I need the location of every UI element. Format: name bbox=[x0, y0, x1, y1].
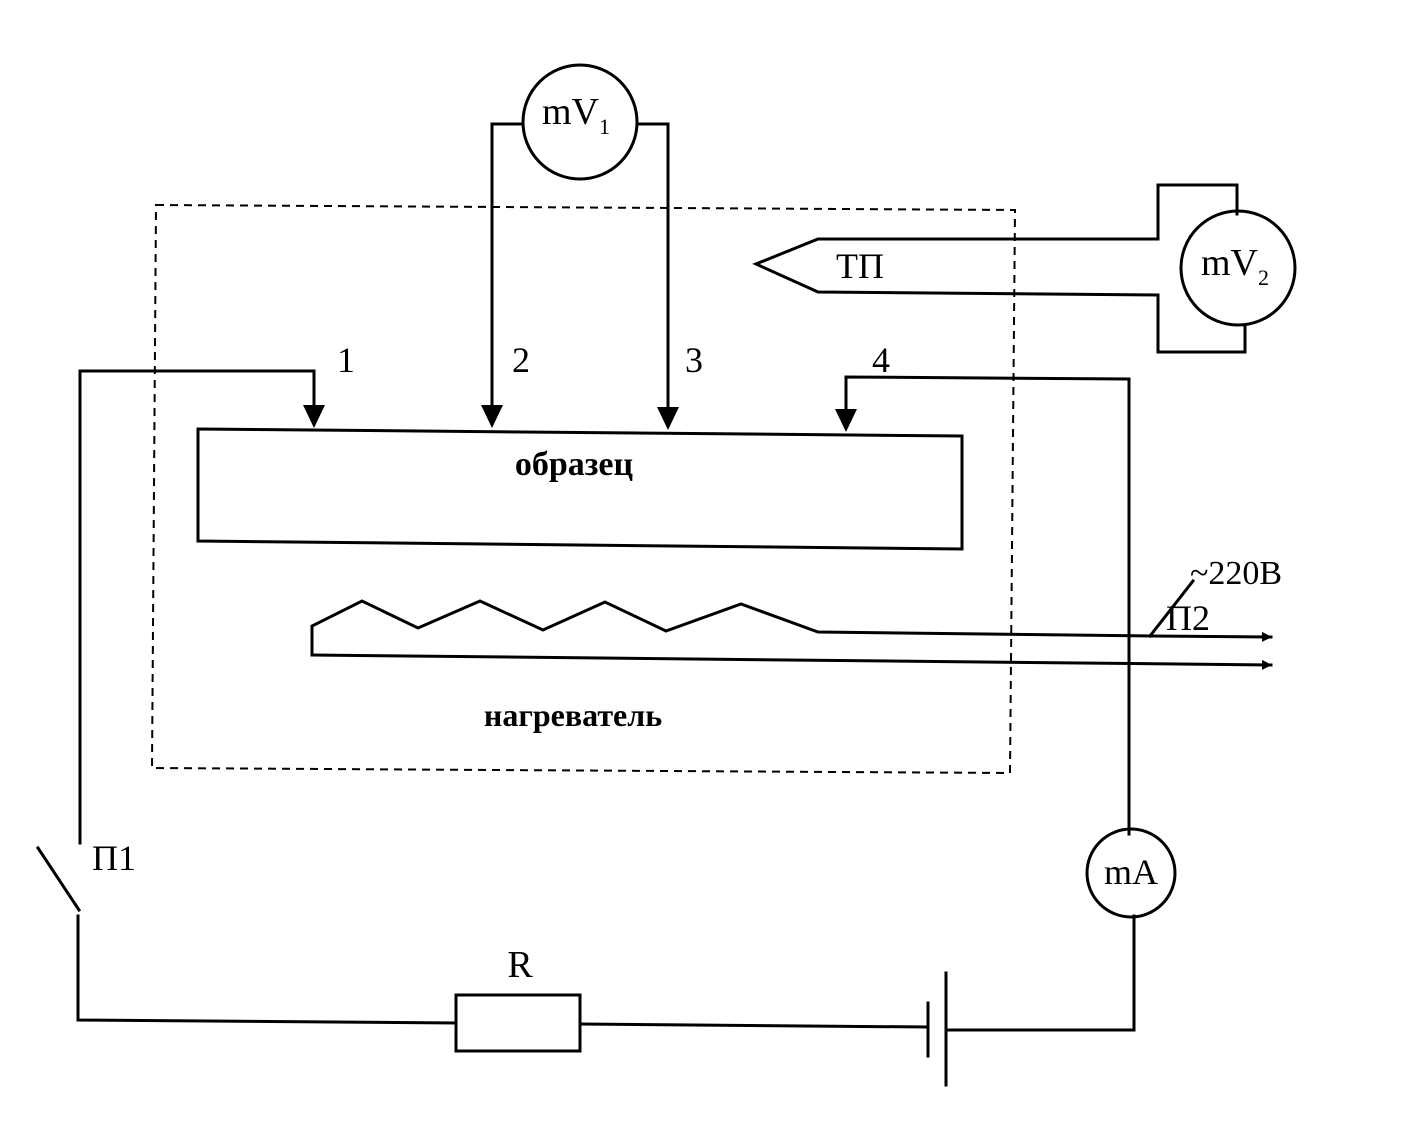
switch2-blade bbox=[1147, 578, 1196, 639]
mv1-meter bbox=[521, 63, 639, 181]
thermocouple-label: ТП bbox=[836, 246, 884, 286]
mains-label: ~220В bbox=[1190, 555, 1282, 592]
mv2-lead-top bbox=[1156, 183, 1239, 241]
contact-3-label: 3 bbox=[685, 340, 703, 380]
contact-1-lead bbox=[78, 369, 316, 845]
bottom-wire-left bbox=[76, 914, 458, 1025]
mv2-lead-bottom bbox=[1156, 293, 1247, 354]
ma-label: mA bbox=[1104, 852, 1158, 892]
switch2-label: П2 bbox=[1166, 598, 1210, 638]
contact-3-arrow bbox=[657, 407, 679, 430]
switch1-label: П1 bbox=[92, 838, 136, 878]
sample-label: образец bbox=[515, 446, 634, 483]
sample-bar bbox=[196, 427, 964, 551]
ma-meter bbox=[1085, 827, 1177, 919]
resistor bbox=[454, 993, 582, 1053]
mv2-label: mV2 bbox=[1201, 242, 1269, 290]
thermocouple-probe bbox=[752, 237, 1160, 297]
contact-4-label: 4 bbox=[872, 340, 890, 380]
contact-2-arrow bbox=[481, 405, 503, 428]
bottom-wire-right bbox=[946, 914, 1136, 1032]
mains-lead-top bbox=[1151, 631, 1273, 642]
resistor-label: R bbox=[507, 944, 533, 986]
heater-label: нагреватель bbox=[484, 697, 662, 733]
heater-element bbox=[310, 599, 1155, 657]
mv2-meter bbox=[1179, 209, 1297, 327]
mv1-lead-left bbox=[490, 122, 525, 417]
contact-4-arrow bbox=[835, 409, 857, 432]
switch1-blade bbox=[35, 845, 82, 913]
bottom-wire-mid bbox=[578, 1022, 928, 1029]
contact-4-lead bbox=[844, 375, 1131, 836]
contact-2-label: 2 bbox=[512, 340, 530, 380]
heater-lead-bottom bbox=[310, 653, 1273, 670]
contact-1-arrow bbox=[303, 405, 325, 428]
mv1-label: mV1 bbox=[542, 91, 610, 139]
contact-1-label: 1 bbox=[337, 340, 355, 380]
mv1-lead-right bbox=[635, 122, 670, 417]
furnace-enclosure bbox=[150, 203, 1017, 775]
